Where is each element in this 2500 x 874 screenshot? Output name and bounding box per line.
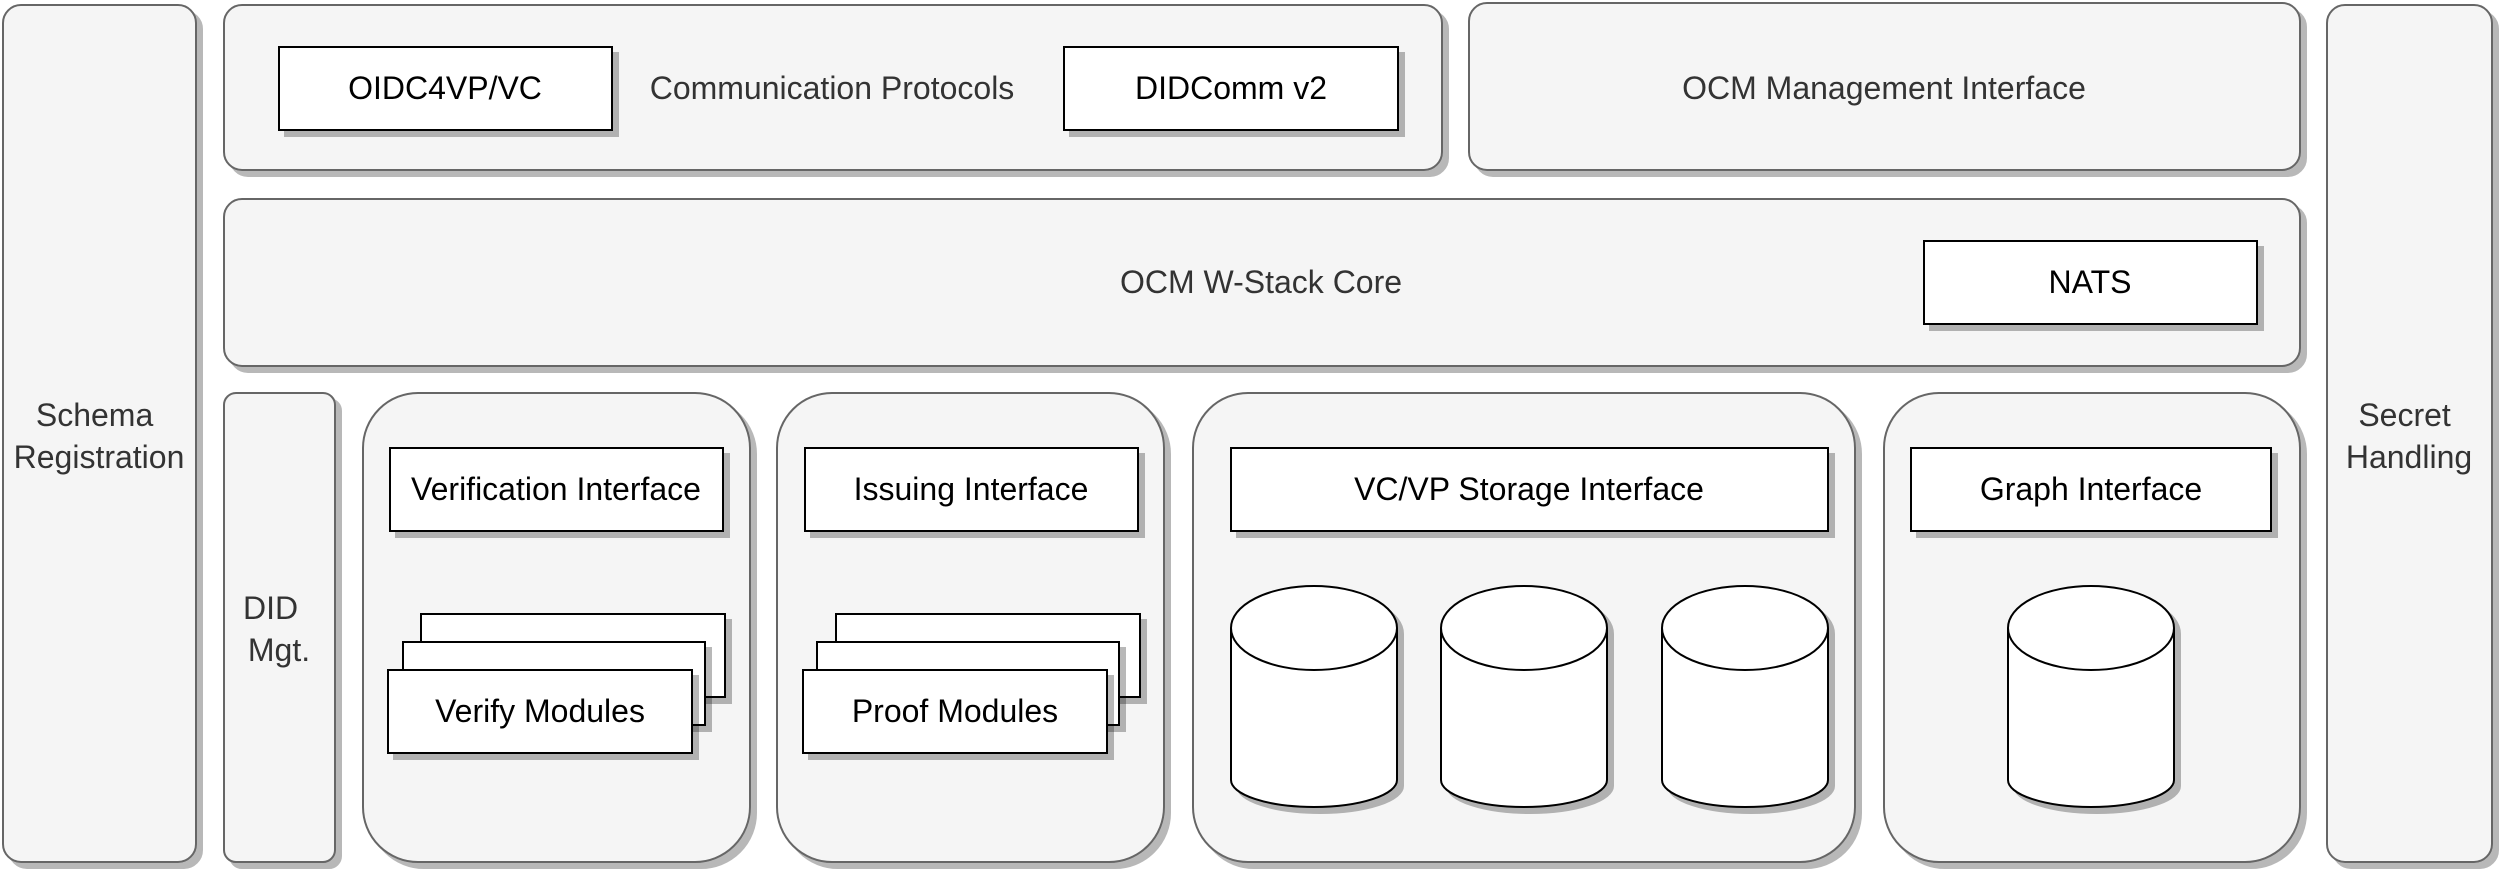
secret-label-line2: Handling (2346, 439, 2472, 475)
schema-registration-panel: Schema Registration (2, 4, 197, 863)
proof-modules-stack: Proof Modules (802, 613, 1141, 754)
verification-panel: Verification Interface Verify Modules (362, 392, 751, 863)
storage-interface-box: VC/VP Storage Interface (1230, 447, 1829, 532)
did-label-line1: DID (243, 590, 298, 626)
database-icon (1440, 585, 1608, 808)
issuing-panel: Issuing Interface Proof Modules (776, 392, 1165, 863)
database-icon (1230, 585, 1398, 808)
storage-panel: VC/VP Storage Interface (1192, 392, 1856, 863)
verify-modules-label: Verify Modules (435, 693, 645, 729)
schema-label-line1: Schema (36, 397, 154, 433)
svg-text:Schema Registration: Schema Registration (14, 397, 185, 475)
verification-interface-label: Verification Interface (411, 471, 701, 507)
storage-interface-label: VC/VP Storage Interface (1354, 471, 1704, 507)
ocm-core-label: OCM W-Stack Core (1120, 264, 1402, 300)
graph-interface-box: Graph Interface (1910, 447, 2272, 532)
verification-interface-box: Verification Interface (389, 447, 724, 532)
issuing-interface-label: Issuing Interface (854, 471, 1089, 507)
communication-protocols-panel: Communication Protocols OIDC4VP/VC DIDCo… (223, 4, 1443, 171)
verify-modules-stack: Verify Modules (387, 613, 726, 754)
database-icon (2007, 585, 2175, 808)
ocm-management-label: OCM Management Interface (1682, 70, 2086, 106)
svg-text:DID Mgt.: DID Mgt. (243, 590, 310, 668)
schema-label-line2: Registration (14, 439, 185, 475)
nats-box: NATS (1923, 240, 2258, 325)
secret-handling-panel: Secret Handling (2326, 4, 2493, 863)
ocm-management-interface-panel: OCM Management Interface (1468, 2, 2301, 171)
nats-label: NATS (2049, 264, 2132, 300)
issuing-interface-box: Issuing Interface (804, 447, 1139, 532)
communication-protocols-label: Communication Protocols (650, 70, 1015, 106)
did-label-line2: Mgt. (248, 632, 310, 668)
didcomm-box: DIDComm v2 (1063, 46, 1399, 131)
oidc-label: OIDC4VP/VC (348, 70, 542, 106)
didcomm-label: DIDComm v2 (1135, 70, 1327, 106)
oidc-box: OIDC4VP/VC (278, 46, 613, 131)
database-icon (1661, 585, 1829, 808)
graph-interface-label: Graph Interface (1980, 471, 2202, 507)
proof-modules-label: Proof Modules (852, 693, 1058, 729)
svg-text:Secret Handling: Secret Handling (2346, 397, 2472, 475)
ocm-core-panel: OCM W-Stack Core NATS (223, 198, 2301, 367)
did-mgt-panel: DID Mgt. (223, 392, 336, 863)
graph-panel: Graph Interface (1883, 392, 2301, 863)
secret-label-line1: Secret (2358, 397, 2451, 433)
